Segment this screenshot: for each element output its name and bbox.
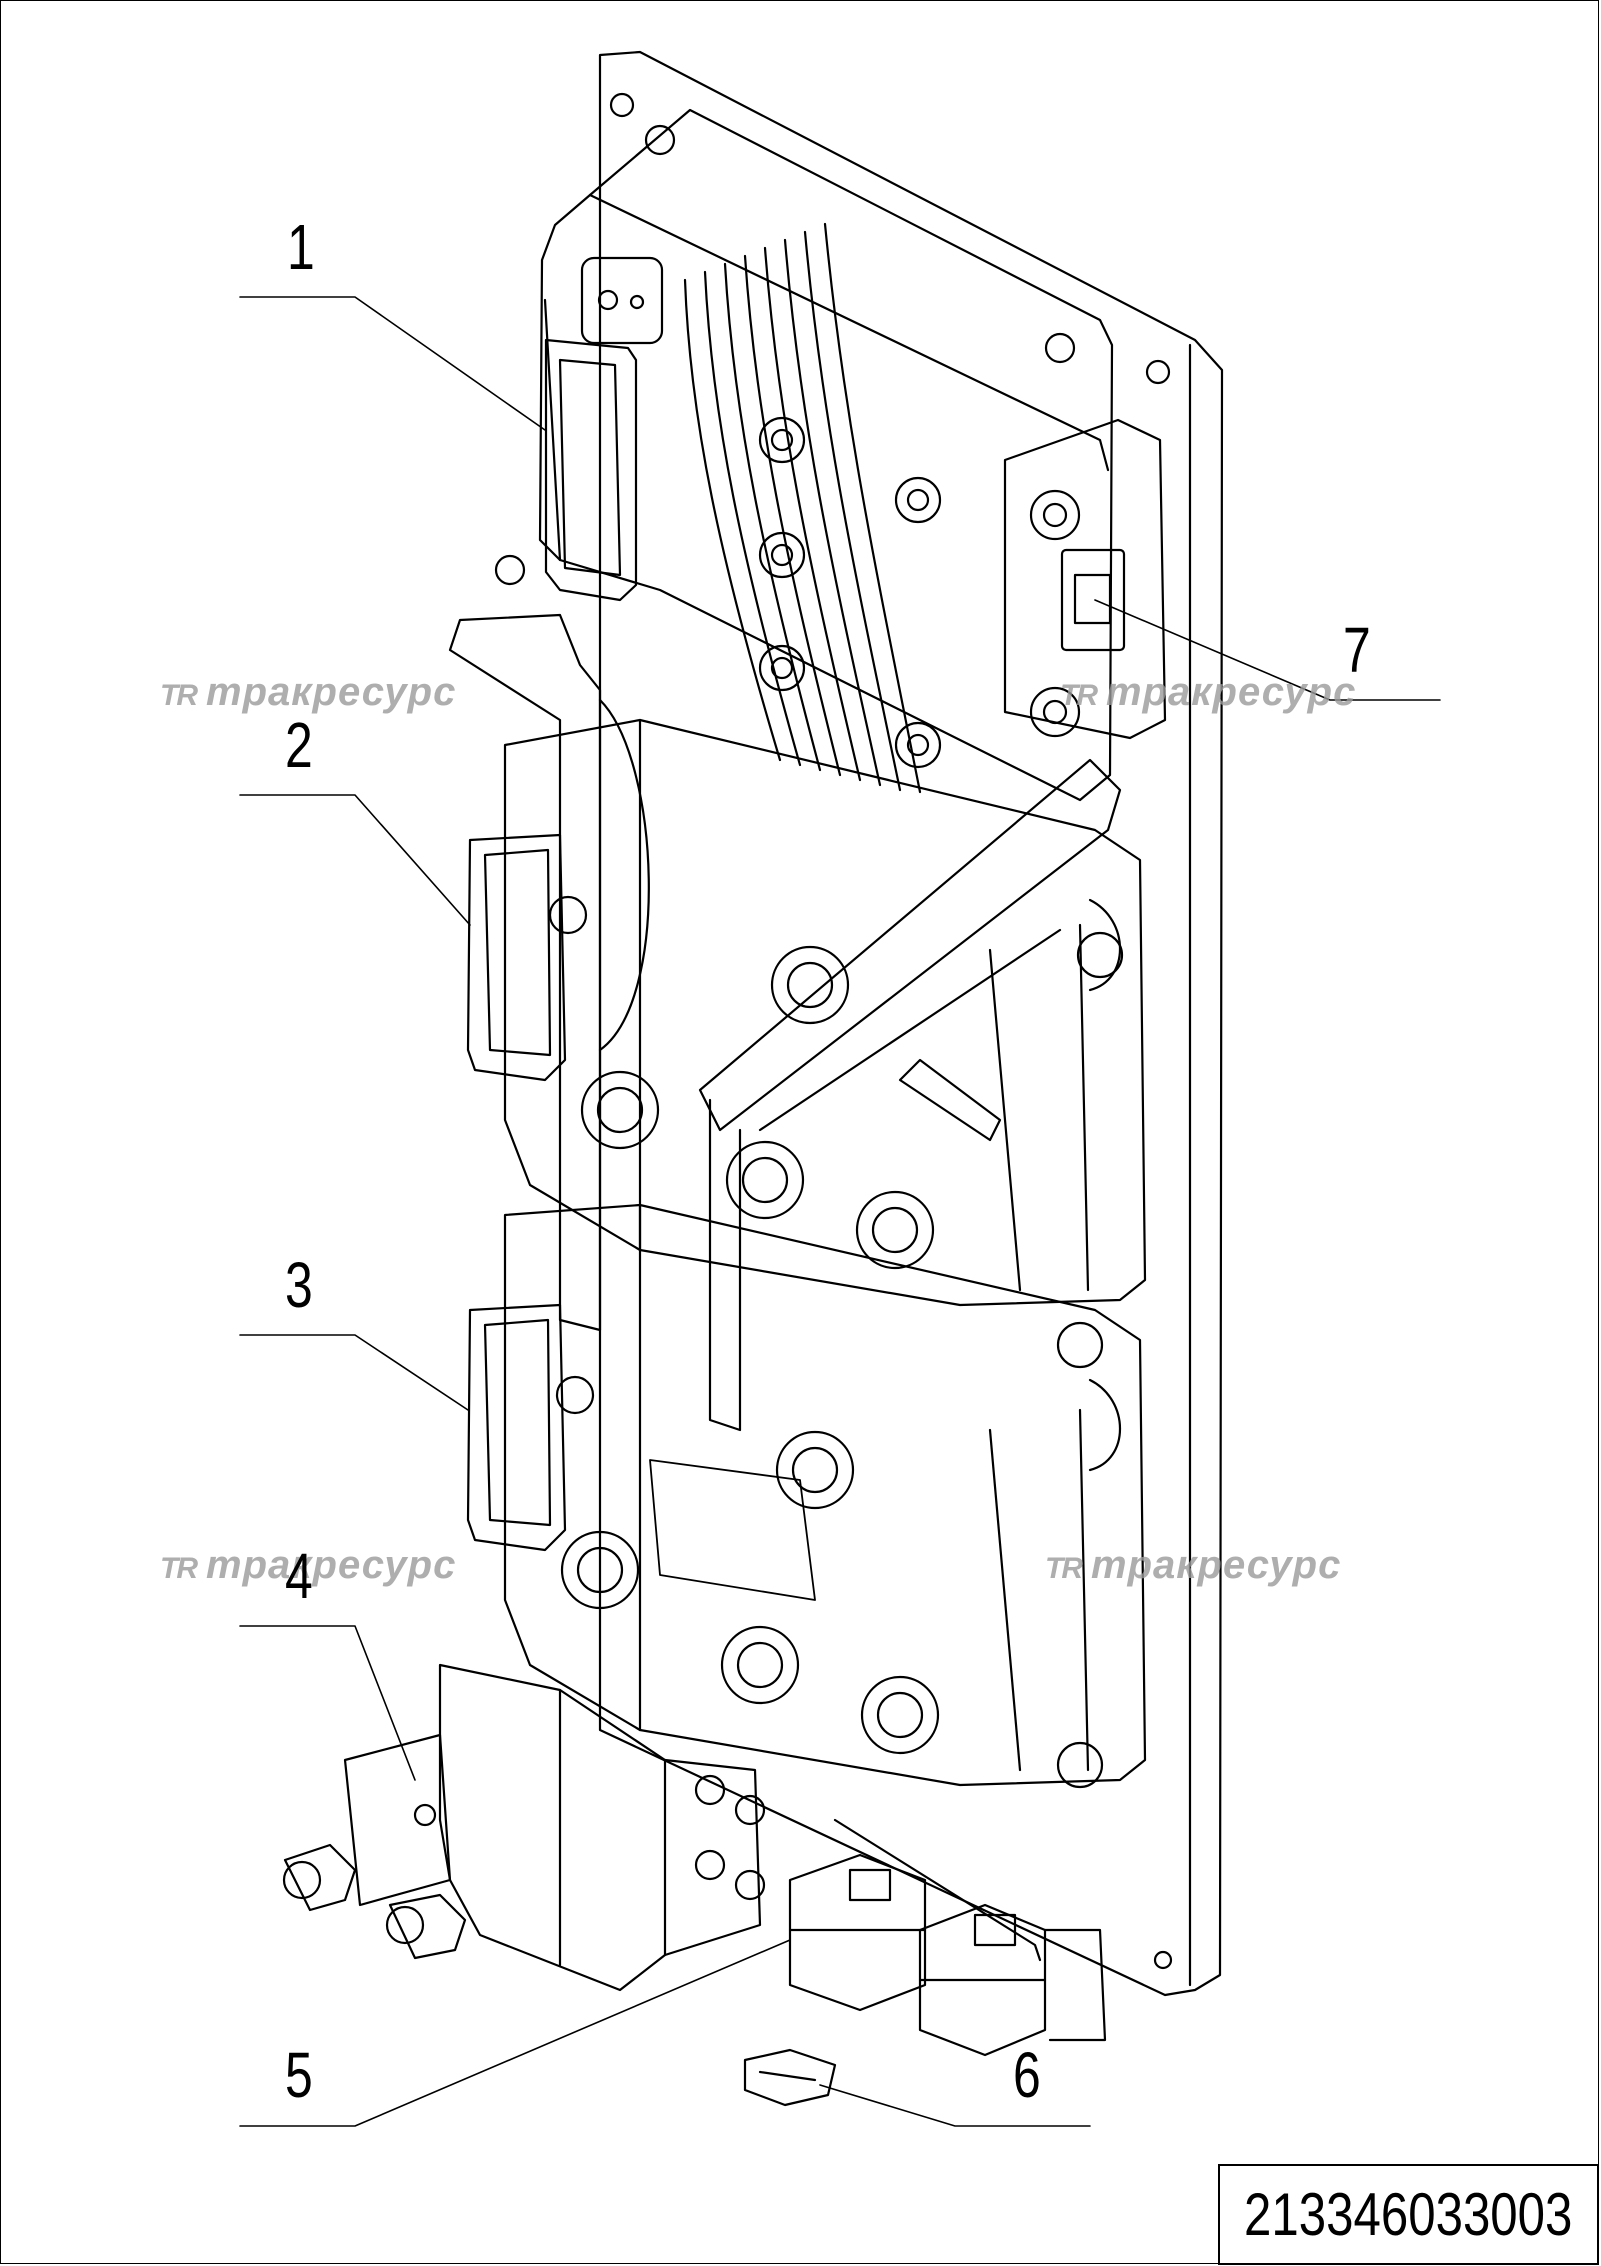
watermark-logo: TR — [1045, 1552, 1083, 1585]
watermark-logo: TR — [160, 679, 198, 712]
callout-4: 4 — [285, 1540, 313, 1612]
callout-7: 7 — [1343, 614, 1371, 686]
motor-controller-lower — [466, 1203, 1147, 1789]
callout-5: 5 — [285, 2039, 313, 2111]
busbar-bracket — [448, 613, 1122, 1432]
watermark-logo: TR — [1060, 679, 1098, 712]
relay-block — [788, 1818, 1107, 2057]
callout-1: 1 — [287, 211, 315, 283]
document-number: 213346033003 — [1244, 2181, 1573, 2248]
blade-fuse — [743, 2048, 837, 2107]
callout-3: 3 — [285, 1249, 313, 1321]
mounting-plate — [598, 50, 1224, 1997]
watermark-text: тракресурс — [1106, 670, 1357, 714]
watermark-text: тракресурс — [1091, 1543, 1342, 1587]
watermark-text: тракресурс — [206, 670, 457, 714]
main-contactor — [282, 1663, 766, 1992]
controller-unit — [494, 108, 1114, 802]
watermark-text: тракресурс — [206, 1543, 457, 1587]
document-number-box: 213346033003 — [1218, 2164, 1599, 2265]
callout-2: 2 — [285, 709, 313, 781]
motor-controller-upper — [466, 718, 1147, 1307]
watermark-logo: TR — [160, 1552, 198, 1585]
leader-lines — [239, 296, 1441, 2127]
callout-6: 6 — [1013, 2039, 1041, 2111]
fuse-holder — [1003, 418, 1167, 740]
